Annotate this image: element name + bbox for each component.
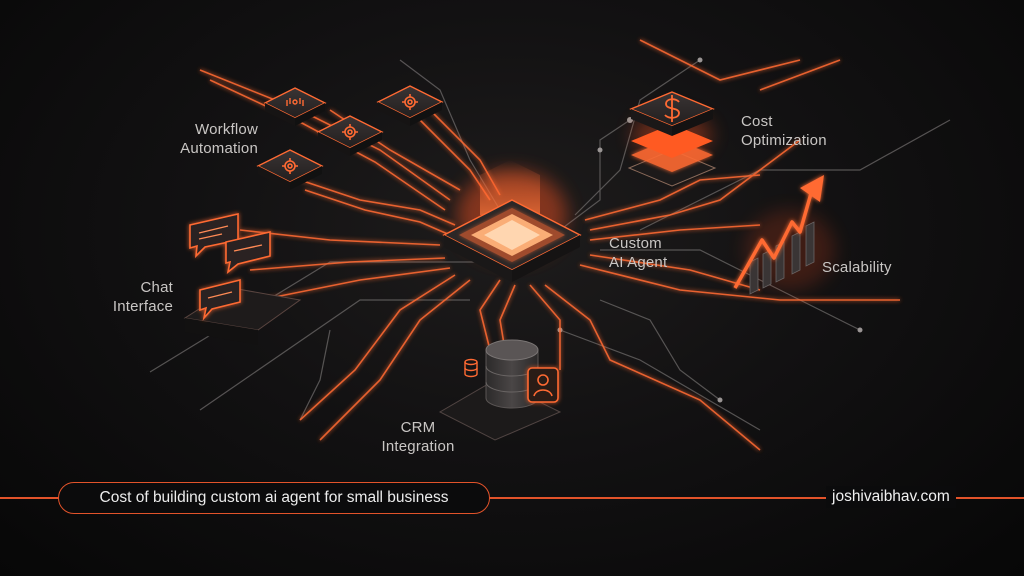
banner-divider (0, 497, 1024, 499)
workflow-tiles (256, 85, 444, 190)
banner-title: Cost of building custom ai agent for sma… (99, 489, 449, 506)
workflow-tile-top (263, 87, 327, 126)
label-custom-ai-agent: Custom AI Agent (609, 234, 667, 272)
label-cost-line2: Optimization (741, 132, 827, 149)
chat-lines-icon (198, 225, 263, 299)
gear-icon (282, 158, 298, 174)
label-cost-line1: Cost (741, 113, 773, 130)
cost-stack (627, 91, 717, 187)
crm-database (438, 339, 562, 441)
label-chat-line2: Interface (112, 298, 173, 315)
label-cost-optimization: Cost Optimization (741, 112, 827, 150)
label-crm-line1: CRM (400, 419, 436, 436)
label-workflow-automation: Workflow Automation (160, 120, 258, 158)
brand-domain[interactable]: joshivaibhav.com (826, 486, 956, 508)
chat-bubble-icon (189, 212, 271, 321)
label-scalability-text: Scalability (822, 259, 892, 276)
grey-traces (149, 59, 951, 431)
custom-ai-agent-chip (442, 160, 582, 282)
gear-icon (402, 94, 418, 110)
gear-icon (342, 124, 358, 140)
trend-arrow-icon (733, 189, 814, 289)
label-crm-integration: CRM Integration (370, 418, 466, 456)
scalability-chart (733, 175, 835, 295)
label-chat-interface: Chat Interface (96, 278, 173, 316)
banner-title-pill: Cost of building custom ai agent for sma… (58, 482, 490, 514)
label-workflow-line1: Workflow (195, 121, 258, 138)
label-crm-line2: Integration (381, 438, 455, 455)
chat-interface (183, 212, 302, 345)
label-agent-line1: Custom (609, 235, 662, 252)
workflow-tile-right (376, 85, 444, 126)
label-chat-line1: Chat (140, 279, 173, 296)
workflow-icon (286, 98, 304, 106)
label-workflow-line2: Automation (180, 140, 258, 157)
user-icon (527, 367, 559, 403)
database-icon (464, 358, 478, 378)
label-agent-line2: AI Agent (609, 254, 668, 271)
dollar-icon (664, 95, 680, 122)
label-scalability: Scalability (822, 258, 892, 277)
trace-dots (557, 57, 863, 403)
workflow-tile-middle (316, 115, 384, 156)
workflow-tile-left (256, 149, 324, 190)
